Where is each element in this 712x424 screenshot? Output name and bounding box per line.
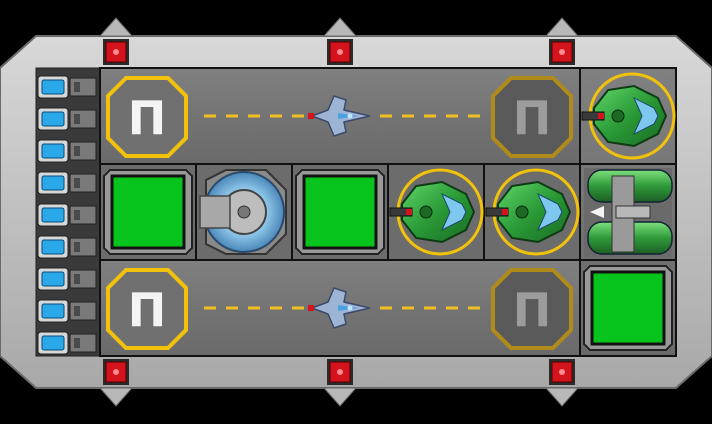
lane-dash bbox=[402, 306, 414, 310]
lane-dash bbox=[380, 114, 392, 118]
energy-cell bbox=[37, 331, 97, 355]
green-storage-tile[interactable] bbox=[103, 169, 193, 255]
lane-dash bbox=[468, 306, 480, 310]
lane-dash bbox=[446, 114, 458, 118]
energy-cell bbox=[37, 107, 97, 131]
lane-dash bbox=[204, 114, 216, 118]
pad-glyph: Π bbox=[128, 283, 167, 337]
lane-dash bbox=[270, 306, 282, 310]
lane-markings bbox=[204, 114, 480, 310]
warning-light bbox=[327, 39, 353, 65]
lane-dash bbox=[226, 306, 238, 310]
lane-dash bbox=[424, 306, 436, 310]
lane-dash bbox=[226, 114, 238, 118]
energy-cell bbox=[37, 299, 97, 323]
energy-cell bbox=[37, 139, 97, 163]
fighter-ship-top[interactable] bbox=[308, 95, 371, 137]
energy-cell bbox=[37, 203, 97, 227]
warning-light bbox=[549, 39, 575, 65]
energy-cell bbox=[37, 235, 97, 259]
energy-cell-rack bbox=[35, 67, 101, 357]
warning-light bbox=[549, 359, 575, 385]
lane-dash bbox=[292, 114, 304, 118]
lane-dash bbox=[446, 306, 458, 310]
pad-glyph: Π bbox=[513, 91, 552, 145]
fuel-tanks[interactable] bbox=[584, 168, 673, 258]
landing-pad-bottom-left[interactable]: Π bbox=[106, 268, 188, 350]
warning-light bbox=[103, 359, 129, 385]
lane-dash bbox=[402, 114, 414, 118]
energy-cell bbox=[37, 75, 97, 99]
lane-dash bbox=[468, 114, 480, 118]
lane-dash bbox=[424, 114, 436, 118]
lane-dash bbox=[270, 114, 282, 118]
energy-cell bbox=[37, 171, 97, 195]
green-cannon[interactable] bbox=[485, 168, 580, 256]
lane-dash bbox=[248, 114, 260, 118]
landing-pad-bottom-right[interactable]: Π bbox=[491, 268, 573, 350]
pad-glyph: Π bbox=[128, 91, 167, 145]
green-storage-tile[interactable] bbox=[583, 265, 673, 351]
landing-pad-top-left[interactable]: Π bbox=[106, 76, 188, 158]
lane-dash bbox=[292, 306, 304, 310]
lane-dash bbox=[380, 306, 392, 310]
green-storage-tile[interactable] bbox=[295, 169, 385, 255]
landing-pad-top-right[interactable]: Π bbox=[491, 76, 573, 158]
energy-cell bbox=[37, 267, 97, 291]
warning-light bbox=[103, 39, 129, 65]
pad-glyph: Π bbox=[513, 283, 552, 337]
radar-dome[interactable] bbox=[199, 169, 287, 255]
green-cannon[interactable] bbox=[581, 72, 676, 160]
lane-dash bbox=[204, 306, 216, 310]
fighter-ship-bottom[interactable] bbox=[308, 287, 371, 329]
lane-dash bbox=[248, 306, 260, 310]
green-cannon[interactable] bbox=[389, 168, 484, 256]
warning-lights bbox=[103, 39, 575, 385]
warning-light bbox=[327, 359, 353, 385]
cannon-group bbox=[389, 72, 676, 256]
